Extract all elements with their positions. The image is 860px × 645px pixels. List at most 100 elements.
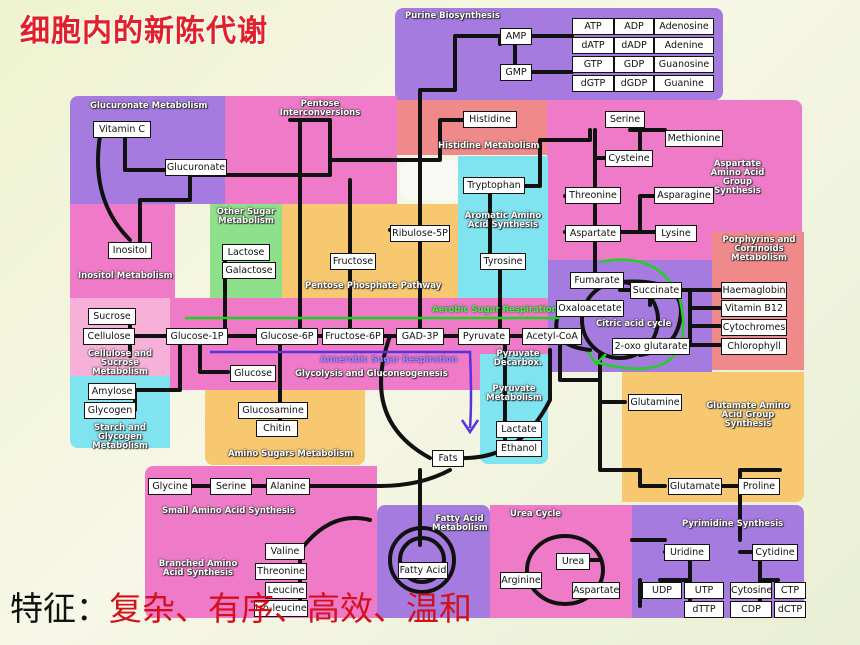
box-galactose: Galactose — [222, 262, 276, 279]
box-chlorophyll: Chlorophyll — [721, 338, 787, 355]
box-glucose: Glucose — [230, 365, 276, 382]
box-gtp: GTP — [572, 56, 614, 73]
box-2-oxo-glutarate: 2-oxo glutarate — [612, 338, 690, 355]
box-gmp: GMP — [500, 64, 532, 81]
label-amino-sugars: Amino Sugars Metabolism — [228, 449, 354, 459]
label-pentose-interconversions: Pentose Interconversions — [279, 99, 361, 118]
box-atp: ATP — [572, 18, 614, 35]
label-aromatic-synthesis: Aromatic Amino Acid Synthesis — [464, 211, 542, 230]
feature-value: 复杂、有序、高效、温和 — [109, 589, 472, 628]
box-adp: ADP — [614, 18, 654, 35]
label-purine-biosynthesis: Purine Biosynthesis — [405, 11, 500, 21]
box-tyrosine: Tyrosine — [480, 253, 526, 270]
box-oxaloacetate: Oxaloacetate — [556, 300, 624, 317]
box-chitin: Chitin — [256, 420, 298, 437]
box-dgdp: dGDP — [614, 75, 654, 92]
box-aspartate: Aspartate — [565, 225, 621, 242]
label-citric-cycle: Citric acid cycle — [596, 319, 672, 329]
box-cytidine: Cytidine — [752, 544, 798, 561]
box-dttp: dTTP — [684, 601, 724, 618]
box-pyruvate: Pyruvate — [458, 328, 510, 345]
region-pentose-interconversions — [225, 96, 397, 204]
box-amp: AMP — [500, 28, 532, 45]
box-vitamin-b12: Vitamin B12 — [721, 300, 787, 317]
box-urea: Urea — [556, 553, 590, 570]
box-glucose-1p: Glucose-1P — [166, 328, 228, 345]
label-glycolysis: Glycolysis and Gluconeogenesis — [295, 369, 448, 379]
box-asparagine: Asparagine — [654, 187, 714, 204]
feature-label: 特征： — [10, 589, 109, 628]
box-gdp: GDP — [614, 56, 654, 73]
box-proline: Proline — [738, 478, 780, 495]
box-acetyl-coa: Acetyl-CoA — [522, 328, 582, 345]
box-lysine: Lysine — [655, 225, 697, 242]
page-title: 细胞内的新陈代谢 — [20, 14, 268, 49]
box-histidine: Histidine — [463, 111, 517, 128]
box-fumarate: Fumarate — [570, 272, 624, 289]
region-fatty-acid — [377, 505, 490, 618]
box-methionine: Methionine — [665, 130, 723, 147]
box-cytosine: Cytosine — [730, 582, 772, 599]
box-cytochromes: Cytochromes — [721, 319, 787, 336]
box-serine-top: Serine — [605, 111, 645, 128]
box-glucosamine: Glucosamine — [238, 402, 308, 419]
box-glutamine: Glutamine — [628, 394, 682, 411]
box-cdp: CDP — [730, 601, 772, 618]
label-pyrimidine: Pyrimidine Synthesis — [682, 519, 784, 529]
box-sucrose: Sucrose — [88, 308, 136, 325]
label-aspartate-synthesis: Aspartate Amino Acid Group Synthesis — [710, 159, 765, 196]
box-alanine: Alanine — [266, 478, 310, 495]
box-guanine: Guanine — [654, 75, 714, 92]
anaerobic-respiration-line — [210, 350, 473, 429]
box-guanosine: Guanosine — [654, 56, 714, 73]
box-inositol: Inositol — [108, 242, 152, 259]
box-dgtp: dGTP — [572, 75, 614, 92]
label-cellulose-sucrose: Cellulose and Sucrose Metabolism — [87, 349, 153, 377]
label-glucuronate-metabolism: Glucuronate Metabolism — [90, 101, 208, 111]
box-fructose-6p: Fructose-6P — [322, 328, 384, 345]
box-succinate: Succinate — [630, 282, 682, 299]
box-lactate: Lactate — [496, 421, 542, 438]
box-amylose: Amylose — [88, 383, 136, 400]
anaerobic-arrowhead — [460, 419, 480, 435]
feature-caption: 特征：复杂、有序、高效、温和 — [10, 582, 472, 630]
citric-cycle-arrow — [594, 258, 685, 370]
region-pentose-phosphate — [282, 204, 458, 299]
box-leucine: Leucine — [265, 582, 307, 599]
label-inositol-metabolism: Inositol Metabolism — [78, 271, 173, 281]
label-pentose-phosphate: Pentose Phosphate Pathway — [305, 281, 442, 291]
box-lactose: Lactose — [222, 244, 270, 261]
box-utp: UTP — [684, 582, 724, 599]
box-threonine-branched: Threonine — [255, 563, 307, 580]
label-other-sugar: Other Sugar Metabolism — [216, 207, 276, 226]
box-dctp: dCTP — [774, 601, 806, 618]
box-glycogen: Glycogen — [84, 402, 136, 419]
box-vitamin-c: Vitamin C — [93, 121, 151, 138]
label-histidine-metabolism: Histidine Metabolism — [438, 141, 540, 151]
box-valine: Valine — [265, 543, 305, 560]
box-fats: Fats — [432, 450, 464, 467]
box-gad-3p: GAD-3P — [396, 328, 444, 345]
box-glycine: Glycine — [148, 478, 192, 495]
label-urea-cycle: Urea Cycle — [510, 509, 562, 519]
label-anaerobic-respiration: Anaerobic Sugar Respiration — [320, 355, 458, 365]
box-uridine: Uridine — [664, 544, 710, 561]
region-glucuronate-metabolism — [70, 96, 225, 204]
box-threonine-top: Threonine — [565, 187, 621, 204]
box-arginine: Arginine — [500, 572, 542, 589]
box-ctp: CTP — [774, 582, 806, 599]
label-pyruvate-metabolism: Pyruvate Metabolism — [486, 384, 542, 403]
box-dadp: dADP — [614, 37, 654, 54]
box-haemaglobin: Haemaglobin — [721, 282, 787, 299]
box-tryptophan: Tryptophan — [463, 177, 525, 194]
box-ribulose-5p: Ribulose-5P — [390, 225, 450, 242]
label-starch-glycogen: Starch and Glycogen Metabolism — [92, 423, 148, 451]
box-glucuronate: Glucuronate — [165, 159, 227, 176]
box-adenine: Adenine — [654, 37, 714, 54]
box-adenosine: Adenosine — [654, 18, 714, 35]
label-branched-amino: Branched Amino Acid Synthesis — [158, 559, 238, 578]
citric-cycle-arrowhead — [586, 351, 607, 366]
box-serine-small: Serine — [210, 478, 252, 495]
